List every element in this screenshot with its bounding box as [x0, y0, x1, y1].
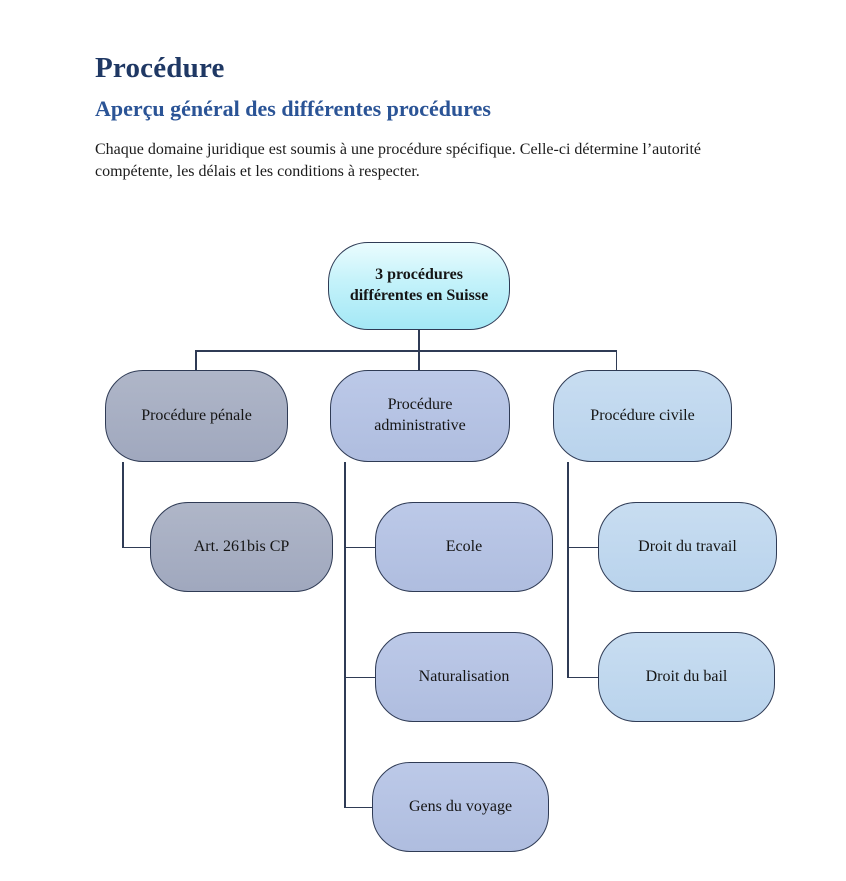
node-label: 3 procédures différentes en Suisse: [349, 266, 489, 304]
connector-line: [615, 350, 617, 370]
node-label: Procédure administrative: [374, 396, 466, 434]
node-gens-du-voyage: Gens du voyage: [372, 762, 549, 852]
node-procedure-penale: Procédure pénale: [105, 370, 288, 462]
connector-line: [344, 462, 346, 808]
node-procedure-civile: Procédure civile: [553, 370, 732, 462]
connector-line: [195, 350, 197, 370]
node-label: Procédure civile: [590, 406, 695, 424]
node-procedure-administrative: Procédure administrative: [330, 370, 510, 462]
connector-line: [195, 350, 617, 352]
intro-line: compétente, les délais et les conditions…: [95, 163, 420, 180]
connector-line: [567, 462, 569, 678]
node-label: Droit du travail: [638, 537, 737, 555]
connector-line: [122, 462, 124, 548]
node-label: Procédure pénale: [141, 406, 252, 424]
node-label: Art. 261bis CP: [193, 537, 290, 555]
connector-line: [344, 546, 376, 548]
node-droit-du-travail: Droit du travail: [598, 502, 777, 592]
node-ecole: Ecole: [375, 502, 553, 592]
intro-line: Chaque domaine juridique est soumis à un…: [95, 141, 702, 158]
node-label: Droit du bail: [645, 667, 728, 685]
node-label: Gens du voyage: [408, 797, 513, 815]
connector-line: [344, 676, 376, 678]
node-naturalisation: Naturalisation: [375, 632, 553, 722]
connector-line: [567, 546, 599, 548]
node-art-261bis-cp: Art. 261bis CP: [150, 502, 333, 592]
connector-line: [122, 546, 151, 548]
intro-paragraph: Chaque domaine juridique est soumis à un…: [95, 139, 795, 183]
page-title: Procédure: [95, 52, 225, 84]
connector-line: [344, 806, 373, 808]
section-heading: Aperçu général des différentes procédure…: [95, 96, 491, 121]
node-droit-du-bail: Droit du bail: [598, 632, 775, 722]
node-label: Naturalisation: [418, 667, 510, 685]
node-root-procedures: 3 procédures différentes en Suisse: [328, 242, 510, 330]
connector-line: [567, 676, 599, 678]
node-label: Ecole: [445, 537, 483, 555]
